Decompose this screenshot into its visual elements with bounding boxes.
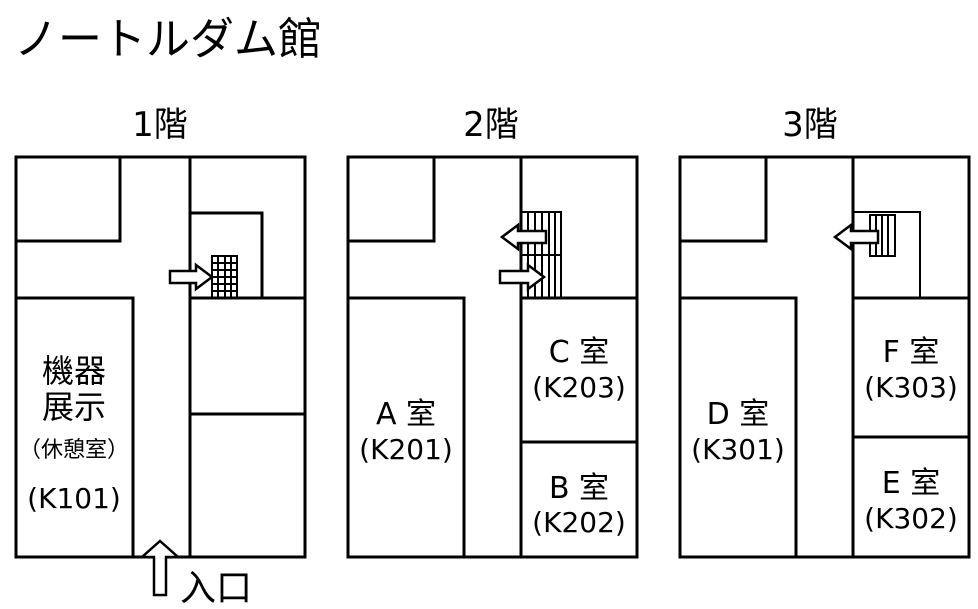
room-k203-code: (K203) (532, 371, 626, 404)
room-k303: F 室 (K303) (864, 335, 958, 404)
room-k101-line-1: 機器 (42, 352, 106, 390)
room-k303-name: F 室 (883, 335, 940, 370)
room-k201: A 室 (K201) (359, 397, 453, 466)
floor-3: 3階 D 室 (K301) F 室 (K303) E 室 (K302) (678, 105, 971, 559)
building-title: ノートルダム館 (14, 14, 322, 65)
room-k301-code: (K301) (691, 433, 785, 466)
floor-1-stair-up-arrow-icon (168, 262, 215, 292)
room-k302-name: E 室 (882, 466, 941, 501)
room-k201-code: (K201) (359, 433, 453, 466)
entrance-arrow-icon (138, 539, 182, 597)
room-k303-code: (K303) (864, 371, 958, 404)
room-k101-line-4: (K101) (27, 482, 121, 515)
floor-1-room-k101-wall (16, 296, 135, 557)
room-k101-line-2: 展示 (42, 388, 106, 426)
room-k202-name: B 室 (549, 471, 609, 506)
floor-1-small-room (16, 157, 122, 243)
room-k201-name: A 室 (376, 397, 436, 432)
room-k203: C 室 (K203) (532, 335, 626, 404)
floor-2-small-room (348, 157, 436, 243)
floor-2-stair-down-arrow-icon (499, 222, 548, 252)
room-k101-line-3: （休憩室） (19, 438, 129, 463)
floor-3-outline (678, 155, 971, 559)
room-k301: D 室 (K301) (691, 397, 785, 466)
room-k301-name: D 室 (707, 397, 770, 432)
room-k202-code: (K202) (532, 506, 626, 539)
floor-2-stair-up-arrow-icon (498, 262, 547, 292)
floor-3-stair-down-arrow-icon (832, 222, 880, 252)
floor-2: 2階 A 室 (K201) C 室 (K203) B 室 (K202 (346, 105, 639, 559)
room-k203-name: C 室 (549, 335, 609, 370)
room-k302-code: (K302) (864, 502, 958, 535)
floor-1: 1階 機器 展示 （休憩室） (K101) (14, 105, 307, 609)
room-k101: 機器 展示 （休憩室） (K101) (19, 352, 129, 515)
room-k202: B 室 (K202) (532, 471, 626, 539)
floor-3-stair-enclosure (853, 211, 921, 298)
floor-1-stair-enclosure (190, 211, 264, 298)
floor-1-stair-steps (212, 256, 237, 298)
floor-1-label: 1階 (132, 105, 188, 145)
floor-2-outline (346, 155, 639, 559)
floor-3-room-k301-wall (680, 296, 798, 557)
room-k302: E 室 (K302) (864, 466, 958, 535)
floor-2-room-k201-wall (348, 296, 466, 557)
floor-2-label: 2階 (463, 105, 519, 145)
floor-3-small-room (680, 157, 768, 243)
entrance-label: 入口 (180, 568, 252, 609)
floor-3-label: 3階 (782, 105, 838, 145)
